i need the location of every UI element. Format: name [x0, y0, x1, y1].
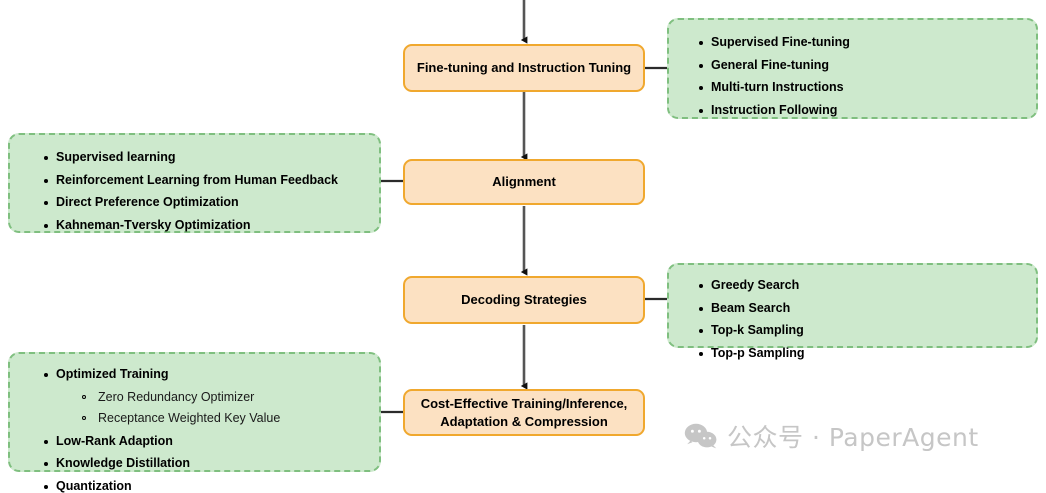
stage-label-fine-tuning: Fine-tuning and Instruction Tuning [416, 60, 632, 76]
detail-panel-cost-effective: Optimized Training Zero Redundancy Optim… [8, 352, 381, 492]
stage-node-cost-effective[interactable]: Cost-Effective Training/Inference, Adapt… [403, 389, 645, 436]
list-item: Greedy Search [693, 279, 1036, 292]
list-item: Top-k Sampling [693, 324, 1036, 337]
list-item: Supervised learning [38, 151, 379, 164]
list-item: Beam Search [693, 301, 1036, 315]
detail-panel-decoding: Greedy Search Beam Search Top-k Sampling… [667, 263, 1038, 359]
list-item: Kahneman-Tversky Optimization [38, 218, 379, 232]
detail-list-decoding: Greedy Search Beam Search Top-k Sampling… [669, 265, 1036, 359]
watermark: 公众号 · PaperAgent [684, 418, 979, 454]
sub-list-item: Zero Redundancy Optimizer [56, 390, 379, 404]
stage-label-decoding: Decoding Strategies [461, 292, 587, 308]
detail-list-alignment: Supervised learning Reinforcement Learni… [10, 135, 379, 231]
list-item: Top-p Sampling [693, 346, 1036, 360]
sub-list-optimized-training: Zero Redundancy Optimizer Receptance Wei… [56, 390, 379, 425]
stage-label-cost-effective: Cost-Effective Training/Inference, Adapt… [420, 395, 628, 429]
list-item: Supervised Fine-tuning [693, 36, 1036, 49]
list-item: General Fine-tuning [693, 58, 1036, 72]
list-item: Quantization [38, 479, 379, 493]
detail-list-cost-effective: Optimized Training Zero Redundancy Optim… [10, 354, 379, 492]
detail-list-fine-tuning: Supervised Fine-tuning General Fine-tuni… [669, 20, 1036, 116]
list-item: Optimized Training Zero Redundancy Optim… [38, 368, 379, 425]
list-item: Instruction Following [693, 103, 1036, 117]
stage-label-alignment: Alignment [492, 174, 556, 190]
list-item: Low-Rank Adaption [38, 434, 379, 448]
stage-node-decoding[interactable]: Decoding Strategies [403, 276, 645, 324]
stage-node-fine-tuning[interactable]: Fine-tuning and Instruction Tuning [403, 44, 645, 92]
stage-node-alignment[interactable]: Alignment [403, 159, 645, 205]
detail-panel-alignment: Supervised learning Reinforcement Learni… [8, 133, 381, 233]
diagram-canvas: Fine-tuning and Instruction Tuning Align… [8, 0, 1038, 492]
sub-list-item: Receptance Weighted Key Value [56, 412, 379, 425]
list-item: Direct Preference Optimization [38, 196, 379, 209]
list-item: Reinforcement Learning from Human Feedba… [38, 173, 379, 187]
wechat-icon [684, 422, 718, 450]
list-item: Knowledge Distillation [38, 457, 379, 470]
watermark-text: 公众号 · PaperAgent [727, 423, 979, 452]
detail-panel-fine-tuning: Supervised Fine-tuning General Fine-tuni… [667, 18, 1038, 119]
list-item: Multi-turn Instructions [693, 81, 1036, 94]
